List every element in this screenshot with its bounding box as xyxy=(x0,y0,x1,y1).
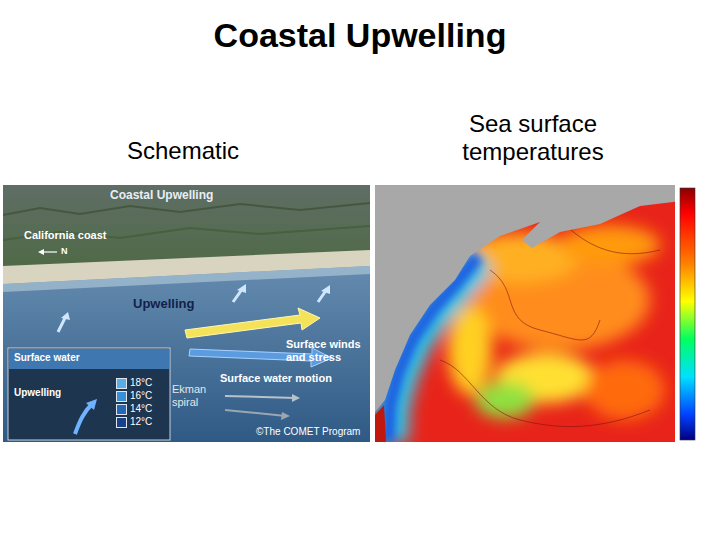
schematic-illustration xyxy=(3,185,370,442)
legend-label: 12°C xyxy=(130,416,152,428)
slide-title: Coastal Upwelling xyxy=(160,16,560,55)
inset-label: Surface water xyxy=(14,352,109,364)
legend-swatch xyxy=(116,404,127,415)
figure-title: Coastal Upwelling xyxy=(110,189,270,203)
column-heading: Schematic xyxy=(83,137,283,165)
legend-label: 14°C xyxy=(130,403,152,415)
legend-swatch xyxy=(116,417,127,428)
process-label: Ekman spiral xyxy=(172,383,218,408)
legend-swatch xyxy=(116,391,127,402)
credit-label: ©The COMET Program xyxy=(256,426,370,438)
sst-map xyxy=(375,185,675,442)
legend-swatch xyxy=(116,378,127,389)
legend-label: 18°C xyxy=(130,377,152,389)
column-heading: Sea surface temperatures xyxy=(423,110,643,165)
process-label: Upwelling xyxy=(133,297,228,312)
color-bar xyxy=(680,188,695,440)
place-label: California coast xyxy=(24,229,154,242)
legend-label: 16°C xyxy=(130,390,152,402)
process-label: Surface water motion xyxy=(220,372,365,385)
process-label: Surface winds and stress xyxy=(286,338,370,363)
compass-label: N xyxy=(61,246,81,256)
inset-label: Upwelling xyxy=(14,387,84,399)
